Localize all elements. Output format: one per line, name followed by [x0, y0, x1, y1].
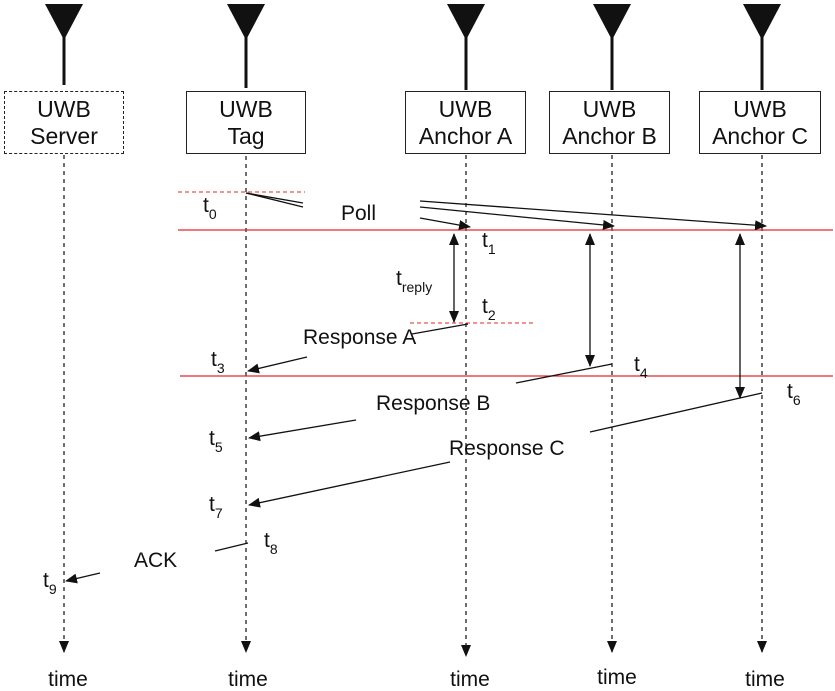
t1-label: t1 [482, 229, 496, 256]
response-a-stub [411, 323, 469, 335]
ack-arrow [65, 572, 101, 584]
antenna-icon-tag [227, 4, 265, 88]
treply-sub: reply [401, 279, 433, 295]
t2-base: t [482, 295, 488, 318]
treply-label: treply [396, 267, 432, 294]
t5-base: t [209, 427, 215, 450]
t5-label: t5 [209, 427, 223, 454]
antenna-icon-anchor-b [593, 4, 631, 90]
t4-sub: 4 [639, 365, 648, 381]
time-label-anchor-c: time [745, 668, 785, 691]
t5-sub: 5 [214, 439, 223, 455]
t9-label: t9 [43, 569, 57, 596]
poll-arrow-to-anchor-b [419, 206, 615, 230]
ack-label: ACK [134, 549, 178, 572]
anchor-b-box-line1: UWB [582, 95, 637, 122]
tag-box: UWB Tag [186, 91, 306, 154]
poll-arrow-stub-2 [245, 192, 304, 208]
server-box: UWB Server [4, 91, 124, 154]
anchor-c-box-line2: Anchor C [712, 122, 808, 149]
t3-base: t [211, 348, 217, 371]
t3-label: t3 [211, 348, 225, 375]
anchor-a-box-line1: UWB [438, 95, 493, 122]
anchor-a-box: UWB Anchor A [405, 91, 526, 154]
antenna-icon-anchor-a [447, 4, 485, 90]
response-a-arrow [247, 356, 308, 374]
response-b-label: Response B [376, 392, 491, 415]
t1-sub: 1 [487, 241, 496, 257]
anchor-c-box: UWB Anchor C [699, 91, 821, 154]
t7-sub: 7 [214, 505, 223, 521]
poll-arrow-to-anchor-c [419, 200, 767, 231]
response-b-stub [515, 363, 613, 384]
t4-label: t4 [634, 353, 648, 380]
time-label-anchor-a: time [450, 668, 490, 691]
t1-base: t [482, 229, 488, 252]
t2-sub: 2 [487, 307, 496, 323]
t9-sub: 9 [48, 581, 57, 597]
t0-sub: 0 [208, 206, 217, 222]
t0-label: t0 [203, 194, 217, 221]
t4-base: t [634, 353, 640, 376]
t8-base: t [264, 529, 270, 552]
t6-base: t [787, 380, 793, 403]
t9-base: t [43, 569, 49, 592]
time-label-anchor-b: time [597, 666, 637, 689]
response-c-stub [589, 392, 763, 433]
treply-base: t [396, 267, 402, 290]
t2-label: t2 [482, 295, 496, 322]
t3-sub: 3 [216, 360, 225, 376]
t6-sub: 6 [792, 392, 801, 408]
time-label-tag: time [228, 668, 268, 691]
antenna-icon-anchor-c [743, 4, 781, 90]
poll-label: Poll [341, 202, 377, 225]
response-c-arrow [248, 461, 451, 508]
server-box-line2: Server [30, 122, 98, 149]
anchor-a-box-line2: Anchor A [418, 122, 513, 149]
t7-base: t [209, 493, 215, 516]
server-box-line1: UWB [37, 95, 91, 122]
t8-label: t8 [264, 529, 278, 556]
ack-stub [214, 542, 249, 552]
tag-box-line1: UWB [219, 95, 273, 122]
response-b-arrow [248, 419, 357, 442]
t6-label: t6 [787, 380, 801, 407]
t8-sub: 8 [269, 541, 278, 557]
t0-base: t [203, 194, 209, 217]
tag-box-line2: Tag [227, 122, 265, 149]
response-c-label: Response C [449, 437, 565, 460]
poll-arrow-to-anchor-a [419, 217, 471, 230]
antenna-icon-server [45, 4, 83, 85]
t7-label: t7 [209, 493, 223, 520]
time-label-server: time [48, 668, 88, 691]
anchor-b-box: UWB Anchor B [549, 91, 670, 154]
anchor-b-box-line2: Anchor B [562, 122, 657, 149]
anchor-c-box-line1: UWB [733, 95, 787, 122]
response-a-label: Response A [303, 326, 417, 349]
